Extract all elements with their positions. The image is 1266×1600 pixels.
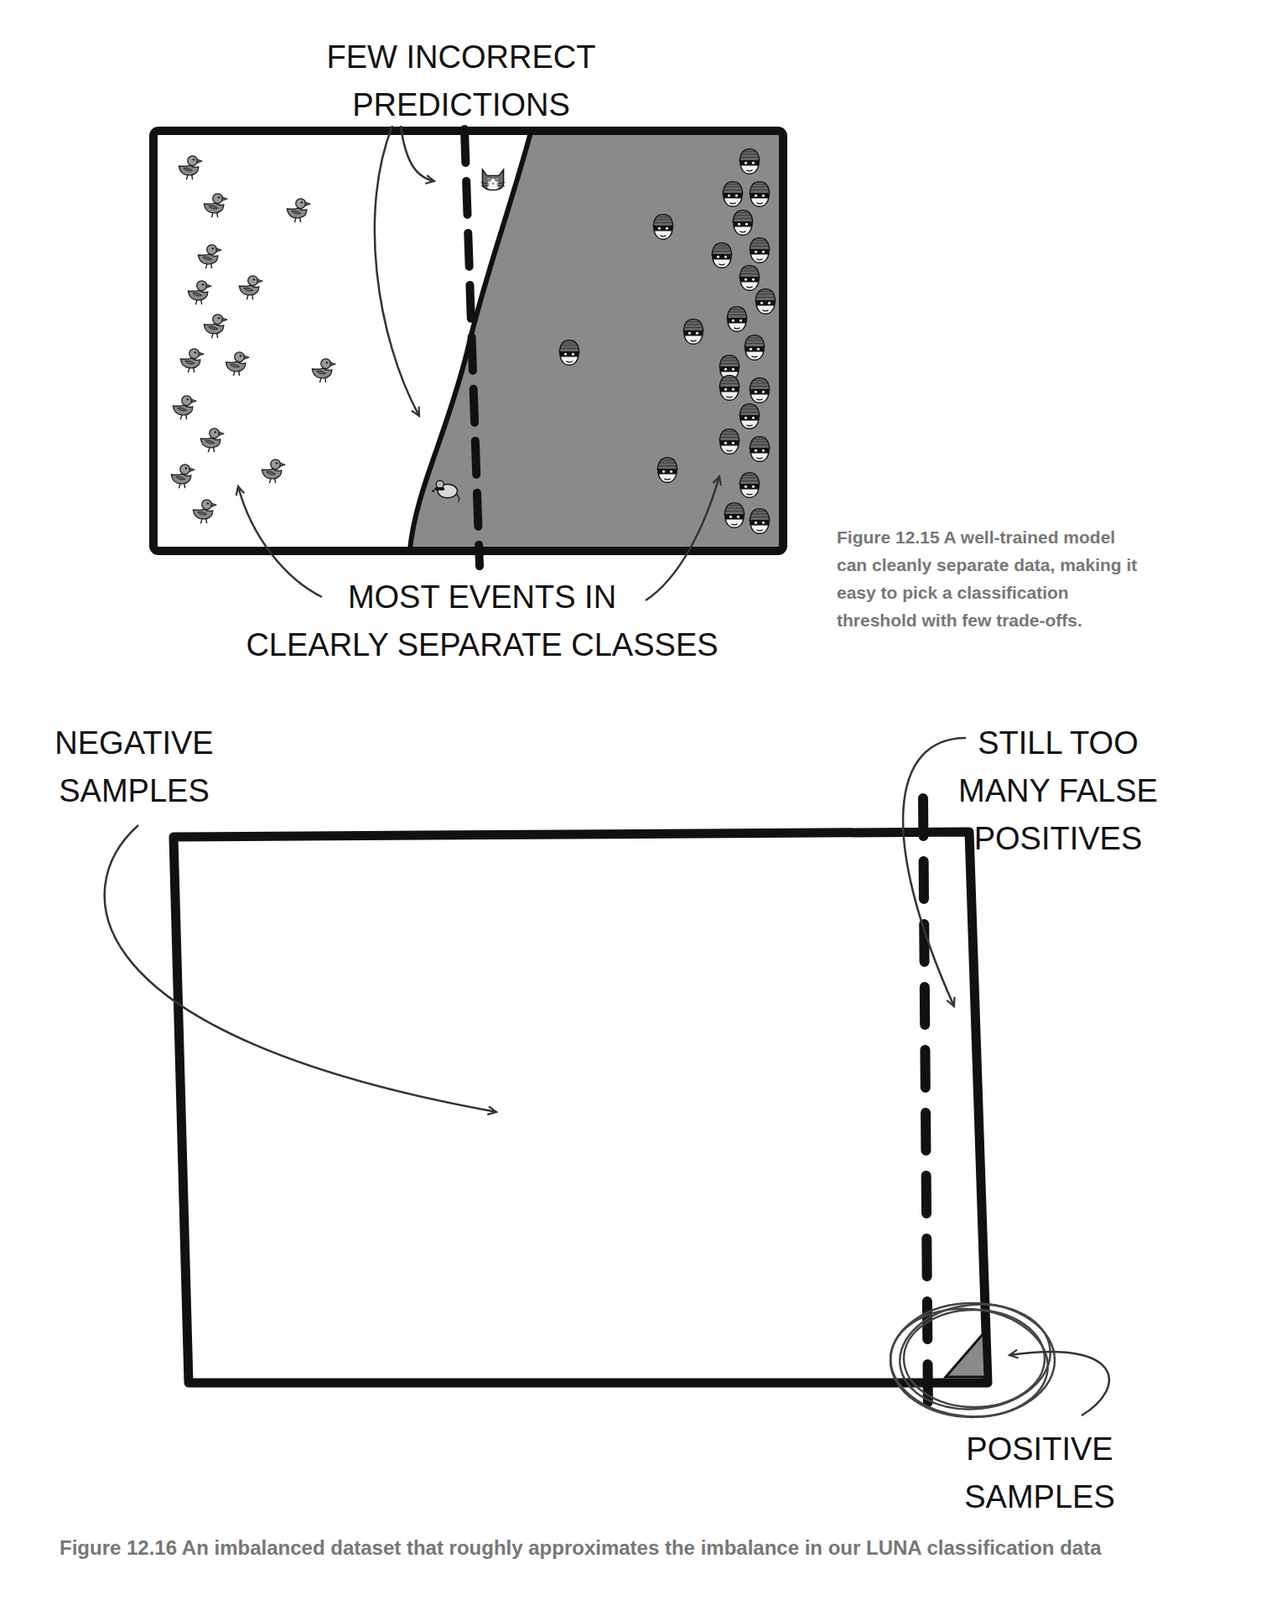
duck-icon [261,459,286,483]
duck-icon [203,193,228,218]
duck-icon [203,314,228,338]
callout-label: NEGATIVE SAMPLES [33,719,235,815]
callout-label: POSITIVE SAMPLES [939,1425,1141,1521]
burglar-icon [719,375,739,401]
burglar-icon [719,429,739,455]
leader-arrow [902,737,966,1007]
leader-arrow [104,824,497,1112]
burglar-icon [722,181,742,208]
duck-icon [286,198,311,223]
callout-label: STILL TOO MANY FALSE POSITIVES [936,719,1180,863]
burglar-icon [749,238,769,264]
duck-icon [192,499,217,524]
wrap-spacer [209,573,311,622]
duck-icon [200,428,224,452]
burglar-icon [726,306,747,333]
burglar-icon [724,503,744,529]
burglar-icon [749,436,769,462]
threshold-line [464,129,480,566]
burglar-icon [739,149,759,175]
cat-icon [481,169,506,190]
burglar-icon [711,243,732,269]
leader-arrow [645,476,720,601]
callout-label: FEW INCORRECT PREDICTIONS [301,33,621,130]
burglar-icon [653,214,673,240]
burglar-icon [749,508,769,535]
duck-icon [171,464,195,488]
leader-arrow [1009,1351,1110,1416]
burglar-icon [755,289,775,315]
duck-icon [225,352,250,376]
leader-arrow [238,486,322,597]
scribble-circle [886,1297,1056,1423]
duck-icon [238,275,263,300]
figure-caption: Figure 12.15 A well-trained model can cl… [836,523,1139,634]
burglar-icon [683,319,703,345]
duck-icon [197,244,222,269]
burglar-icon [657,457,677,483]
burglar-icon [732,210,753,236]
burglar-icon [559,340,579,366]
duck-icon [311,358,336,383]
duck-icon [172,395,197,420]
burglar-icon [739,472,759,499]
burglar-icon [749,378,769,404]
leader-arrow [400,125,435,182]
duck-icon [178,155,203,180]
burglar-icon [744,335,764,361]
leader-arrow [374,125,420,416]
wrap-spacer [653,573,755,622]
burglar-icon [749,181,769,208]
duck-group [171,155,336,524]
burglar-group [559,149,775,535]
duck-icon [187,280,212,305]
burglar-icon [739,265,759,291]
positive-region [945,1333,986,1377]
dataset-frame [173,831,988,1383]
duck-icon [180,348,204,373]
callout-label: MOST EVENTS IN CLEARLY SEPARATE CLASSES [209,573,755,670]
figure-caption: Figure 12.16 An imbalanced dataset that … [59,1534,1234,1562]
mouse-icon [431,480,459,502]
burglar-icon [739,404,759,430]
